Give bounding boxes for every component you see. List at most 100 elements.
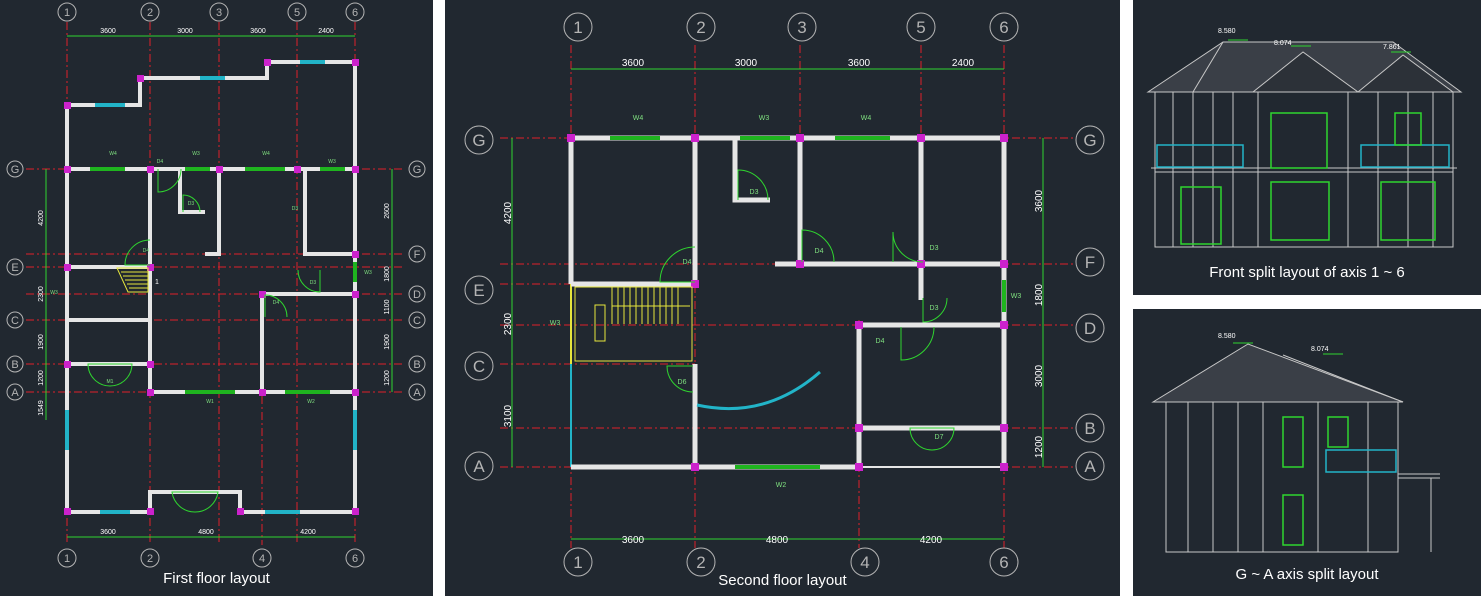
axis-label: D: [413, 289, 421, 301]
second-grid-lines: [500, 45, 1075, 548]
dimension-label: 4200: [38, 210, 45, 226]
axis-label: G: [413, 164, 422, 176]
dimension-label: 3000: [735, 58, 758, 69]
door-tag: D3: [930, 305, 939, 312]
dimension-label: 4200: [920, 535, 943, 546]
dimension-label: 1200: [384, 370, 391, 386]
dimension-label: 1900: [38, 334, 45, 350]
first-walls: [65, 60, 357, 514]
dimension-label: 2400: [318, 28, 334, 35]
window-tag: W3: [1011, 293, 1022, 300]
window-tag: W1: [206, 399, 214, 405]
dimension-label: 4200: [300, 529, 316, 536]
first-dimension-text: 3600 3000 3600 2400 3600 4800 4200 4200 …: [38, 28, 391, 536]
door-tag: D4: [815, 248, 824, 255]
window-tag: W2: [776, 482, 787, 489]
dimension-label: 1900: [384, 334, 391, 350]
second-axis-bubbles: 1 2 3 5 6 1 2 4 6 G E C A G F D B A: [464, 12, 1105, 577]
axis-label: 6: [999, 553, 1008, 572]
axis-label: 5: [294, 7, 300, 19]
first-doors: [87, 168, 321, 513]
axis-label: C: [413, 315, 421, 327]
front-walls: [1151, 91, 1457, 248]
front-elevation-drawing: 8.580 8.074 7.861: [1146, 28, 1463, 248]
elevation-mark: 8.580: [1218, 28, 1236, 35]
dimension-label: 2600: [384, 203, 391, 219]
dimension-label: 2400: [952, 58, 975, 69]
elevation-mark: 8.580: [1218, 333, 1236, 340]
stair-tag: 1: [155, 279, 159, 286]
second-stair: [574, 286, 693, 362]
second-windows: [610, 136, 1006, 469]
dimension-label: 1200: [38, 370, 45, 386]
first-windows: [65, 60, 357, 514]
dimension-label: 1800: [1034, 283, 1045, 306]
door-tag: M1: [107, 379, 114, 385]
axis-label: 2: [147, 7, 153, 19]
axis-label: 2: [696, 553, 705, 572]
dimension-label: 3600: [622, 535, 645, 546]
dimension-label: 4200: [503, 201, 514, 224]
dimension-label: 3600: [848, 58, 871, 69]
door-tag: D3: [292, 206, 299, 212]
door-tag: D4: [683, 259, 692, 266]
axis-label: 6: [999, 18, 1008, 37]
door-tag: D3: [750, 189, 759, 196]
axis-label: E: [473, 281, 484, 300]
dimension-label: 3600: [100, 529, 116, 536]
axis-label: A: [413, 387, 421, 399]
first-dimension-lines: [45, 35, 393, 538]
axis-label: B: [11, 359, 18, 371]
axis-label: E: [11, 262, 18, 274]
axis-label: A: [11, 387, 19, 399]
axis-label: 4: [860, 553, 869, 572]
window-tag: W4: [861, 115, 872, 122]
dimension-label: 3100: [503, 404, 514, 427]
door-tag: D3: [188, 201, 195, 207]
window-tag: W3: [192, 151, 200, 157]
door-tag: D4: [876, 338, 885, 345]
axis-label: 3: [797, 18, 806, 37]
axis-label: 6: [352, 7, 358, 19]
dimension-label: 2300: [503, 312, 514, 335]
window-tag: W3: [759, 115, 770, 122]
axis-label: 1: [573, 18, 582, 37]
axis-label: 2: [696, 18, 705, 37]
axis-label: G: [11, 164, 20, 176]
door-tag: D4: [143, 248, 150, 254]
dimension-label: 4800: [198, 529, 214, 536]
window-tag: W3: [364, 270, 372, 276]
first-columns: [64, 59, 359, 515]
side-walls: [1165, 401, 1440, 553]
axis-label: C: [473, 357, 485, 376]
first-floor-panel: 1 2 3 5 6 1 2 4 6 G E C B A G F D C B A …: [0, 0, 433, 596]
door-tag: D4: [273, 300, 280, 306]
axis-label: 3: [216, 7, 222, 19]
first-axis-bubbles: 1 2 3 5 6 1 2 4 6 G E C B A G F D C B A: [6, 2, 426, 568]
dimension-label: 2300: [38, 286, 45, 302]
axis-label: G: [1083, 131, 1096, 150]
first-floor-caption: First floor layout: [163, 570, 270, 587]
window-tag: W2: [307, 399, 315, 405]
dimension-label: 1800: [384, 266, 391, 282]
axis-label: D: [1084, 319, 1096, 338]
side-elevation-drawing: 8.580 8.074: [1151, 333, 1440, 553]
second-floor-caption: Second floor layout: [718, 572, 847, 589]
axis-label: 1: [64, 553, 70, 565]
axis-label: B: [1084, 419, 1095, 438]
door-tag: D6: [678, 379, 687, 386]
axis-label: 1: [573, 553, 582, 572]
front-roof: 8.580 8.074 7.861: [1146, 28, 1463, 93]
axis-label: 6: [352, 553, 358, 565]
window-tag: W3: [550, 320, 561, 327]
dimension-label: 3600: [1034, 189, 1045, 212]
first-tags: W4 D4 W3 W4 W3 D3 D4 D3 D3 D4 W3 W3 M1 W…: [50, 151, 372, 405]
window-tag: W3: [50, 290, 58, 296]
axis-label: 2: [147, 553, 153, 565]
door-tag: D3: [310, 280, 317, 286]
side-elevation-caption: G ~ A axis split layout: [1235, 566, 1379, 583]
first-stair: [116, 267, 149, 293]
axis-label: G: [472, 131, 485, 150]
dimension-label: 4800: [766, 535, 789, 546]
second-dimension-lines: [511, 68, 1044, 540]
